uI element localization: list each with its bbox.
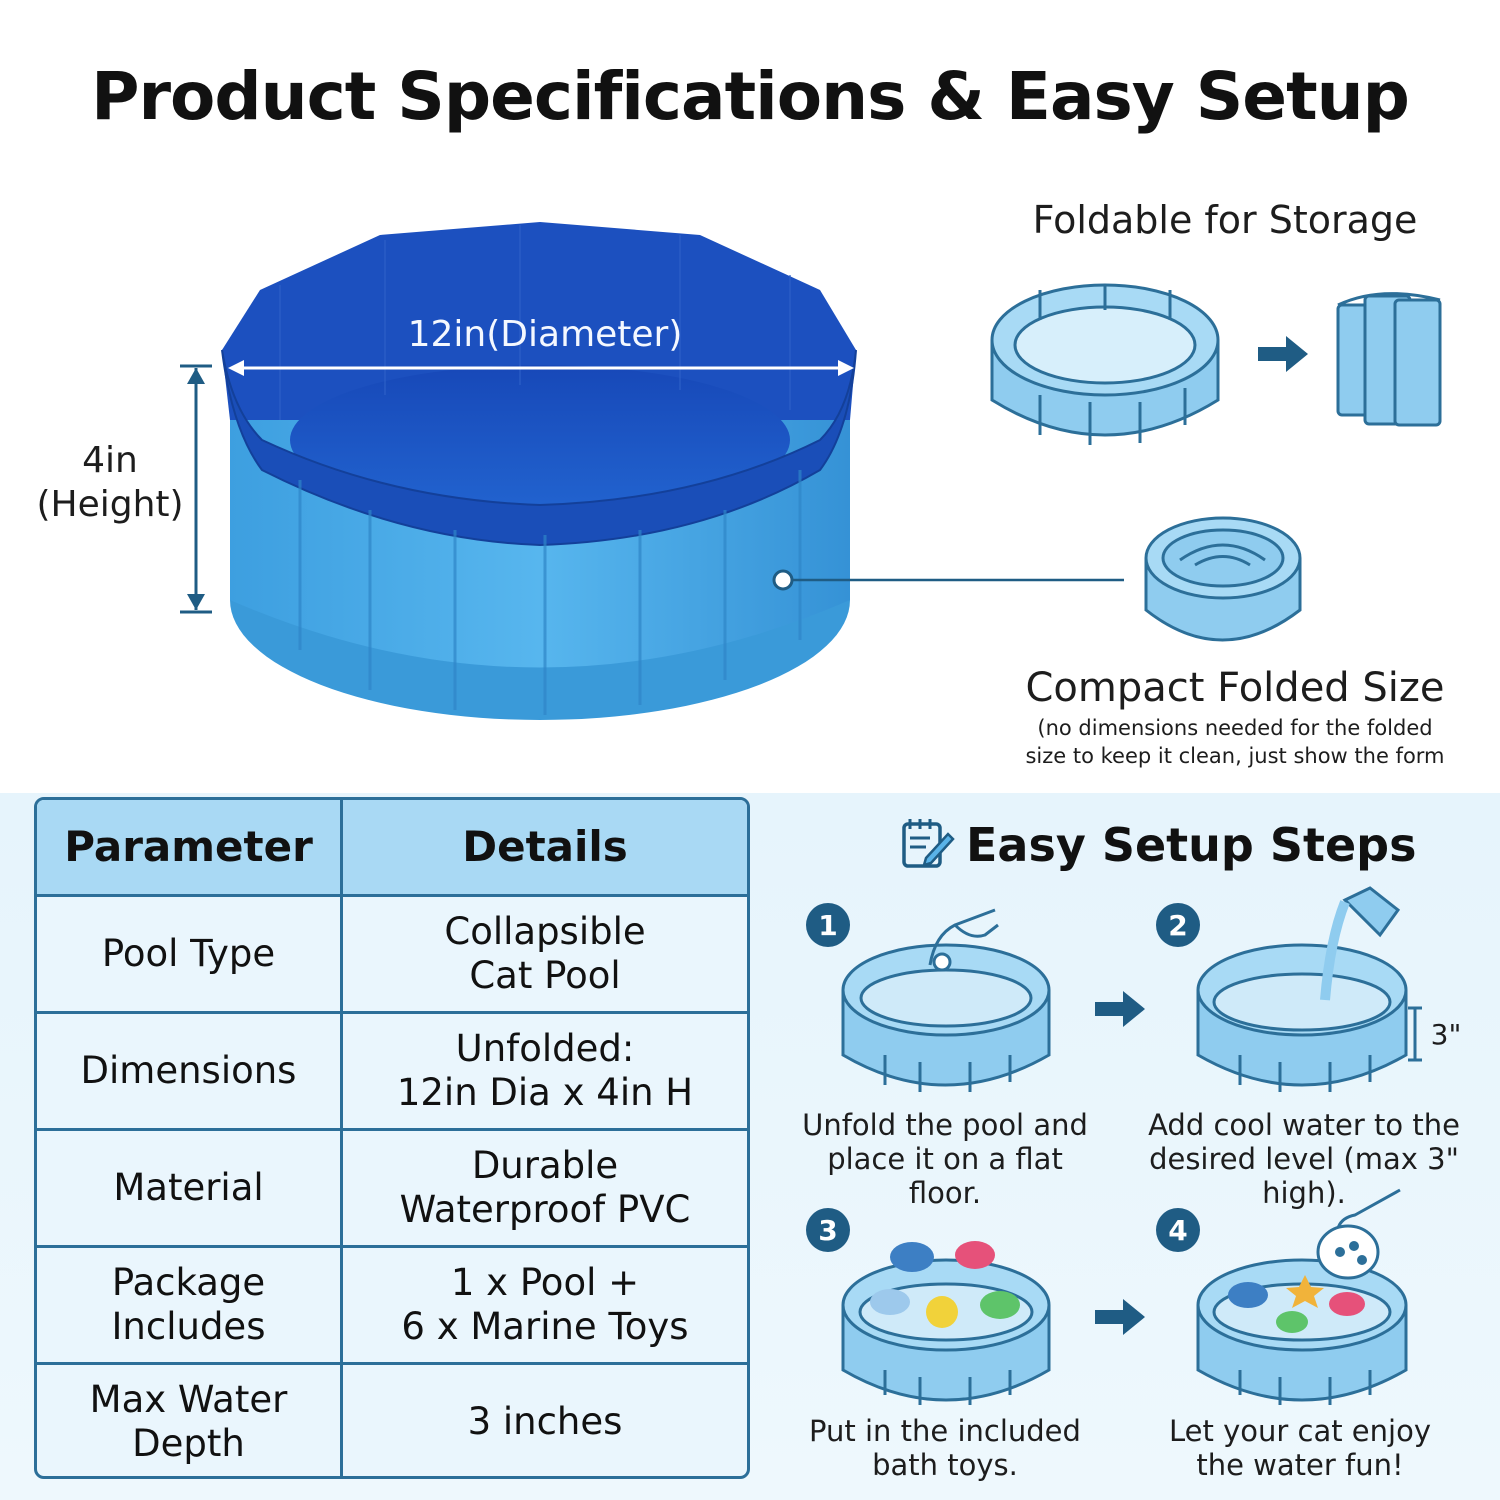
table-header-row: Parameter Details [37, 800, 747, 894]
diameter-label: 12in(Diameter) [407, 314, 683, 355]
table-cell-details: Durable Waterproof PVC [399, 1144, 691, 1231]
arrow-right-icon [1258, 336, 1308, 372]
step-arrow-icon [1095, 1299, 1145, 1335]
step-badge-1: 1 [806, 903, 850, 947]
table-cell-details: Collapsible Cat Pool [444, 910, 646, 997]
step-badge-3: 3 [806, 1208, 850, 1252]
spec-table: Parameter Details Pool Type Collapsible … [34, 797, 750, 1479]
table-cell-parameter: Material [37, 1131, 343, 1245]
step-caption-2: Add cool water to the desired level (max… [1148, 1108, 1460, 1210]
step3-pool-icon [841, 1258, 1051, 1405]
table-cell-details: Unfolded: 12in Dia x 4in H [396, 1027, 694, 1114]
table-row: Material Durable Waterproof PVC [37, 1128, 747, 1245]
height-value-label: 4in [82, 440, 138, 481]
step1-pool-icon [841, 908, 1051, 1092]
compact-note-line2: size to keep it clean, just show the for… [1025, 744, 1445, 768]
folded-panels-icon [1336, 292, 1442, 427]
table-header-details: Details [462, 822, 628, 871]
setup-title: Easy Setup Steps [966, 818, 1417, 872]
compact-folded-icon [1144, 516, 1302, 642]
step-caption-4: Let your cat enjoy the water fun! [1169, 1414, 1431, 1482]
table-row: Pool Type Collapsible Cat Pool [37, 894, 747, 1011]
table-cell-parameter: Max Water Depth [37, 1365, 343, 1476]
step-caption-1: Unfold the pool and place it on a flat f… [802, 1108, 1088, 1210]
table-cell-details: 3 inches [467, 1400, 623, 1443]
compact-title: Compact Folded Size [1025, 665, 1445, 711]
compact-note-line1: (no dimensions needed for the folded [1037, 716, 1433, 740]
table-row: Dimensions Unfolded: 12in Dia x 4in H [37, 1011, 747, 1128]
table-header-parameter: Parameter [37, 800, 343, 894]
foldable-open-pool-icon [990, 283, 1220, 445]
step-arrow-icon [1095, 991, 1145, 1027]
step-badge-4: 4 [1156, 1208, 1200, 1252]
notepad-pencil-icon [902, 819, 955, 868]
water-level-mark: 3" [1430, 1018, 1462, 1051]
setup-steps-illustration [841, 886, 1422, 1405]
foldable-title: Foldable for Storage [1032, 198, 1418, 242]
step-caption-3: Put in the included bath toys. [809, 1414, 1081, 1482]
table-cell-parameter: Pool Type [37, 897, 343, 1011]
cat-paw-icon [1316, 1188, 1401, 1280]
table-cell-details: 1 x Pool + 6 x Marine Toys [401, 1261, 689, 1348]
table-row: Package Includes 1 x Pool + 6 x Marine T… [37, 1245, 747, 1362]
table-cell-parameter: Dimensions [37, 1014, 343, 1128]
table-cell-parameter: Package Includes [37, 1248, 343, 1362]
step2-pool-icon [1196, 886, 1422, 1092]
step-badge-2: 2 [1156, 903, 1200, 947]
height-label: (Height) [36, 484, 184, 525]
marine-toys-icon [870, 1241, 1365, 1333]
top-illustration [180, 222, 1442, 720]
page-title: Product Specifications & Easy Setup [91, 58, 1410, 135]
table-row: Max Water Depth 3 inches [37, 1362, 747, 1476]
pool-illustration [180, 222, 1124, 720]
